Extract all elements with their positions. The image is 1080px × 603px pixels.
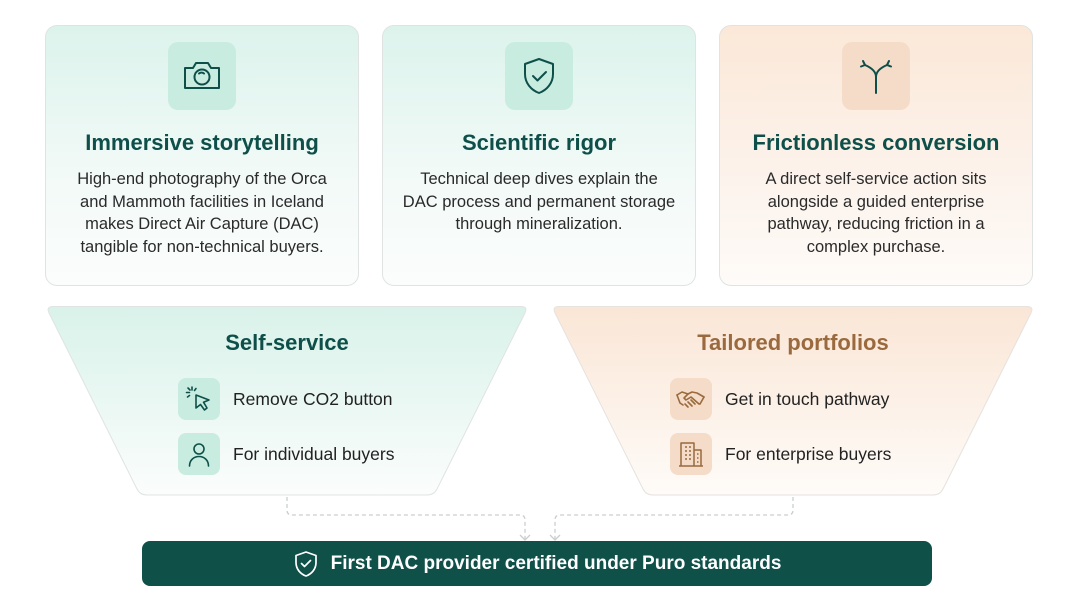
handshake-icon	[676, 391, 705, 408]
path-title: Self-service	[225, 330, 349, 355]
path-item-label: Remove CO2 button	[233, 388, 393, 409]
path-item-label: Get in touch pathway	[725, 388, 890, 409]
split-icon-box	[842, 42, 910, 110]
card-scientific-rigor: Scientific rigor Technical deep dives ex…	[382, 25, 696, 286]
path-item: For individual buyers	[178, 433, 394, 475]
split-arrow-icon	[860, 60, 892, 94]
camera-icon-box	[168, 42, 236, 110]
building-icon-box	[670, 433, 712, 475]
person-icon	[188, 443, 210, 467]
cursor-icon-box	[178, 378, 220, 420]
banner-label: First DAC provider certified under Puro …	[330, 552, 782, 574]
path-title: Tailored portfolios	[697, 330, 889, 355]
camera-icon	[184, 62, 220, 89]
card-body: Technical deep dives explain the DAC pro…	[402, 170, 676, 233]
card-frictionless-conversion: Frictionless conversion A direct self-se…	[719, 25, 1033, 286]
shield-icon-box	[505, 42, 573, 110]
shield-check-icon	[294, 550, 317, 577]
path-item: Get in touch pathway	[670, 378, 889, 420]
card-title: Immersive storytelling	[85, 130, 319, 155]
certification-banner: First DAC provider certified under Puro …	[142, 541, 932, 586]
path-item: For enterprise buyers	[670, 433, 891, 475]
card-body: High-end photography of the Orca and Mam…	[77, 170, 327, 256]
building-icon	[679, 442, 703, 467]
card-body: A direct self-service action sits alongs…	[765, 170, 987, 256]
path-item-label: For individual buyers	[233, 443, 395, 464]
shield-check-icon	[524, 58, 554, 94]
funnel-tailored-portfolios: Tailored portfolios Get in touch pathway…	[551, 306, 1035, 496]
person-icon-box	[178, 433, 220, 475]
funnel-self-service: Self-service Remove CO2 button For indiv…	[45, 306, 529, 496]
card-title: Scientific rigor	[461, 130, 617, 155]
path-item: Remove CO2 button	[178, 378, 393, 420]
funnel-shape	[47, 306, 527, 496]
card-title: Frictionless conversion	[752, 130, 1000, 155]
path-item-label: For enterprise buyers	[725, 443, 892, 464]
card-immersive-storytelling: Immersive storytelling High-end photogra…	[45, 25, 359, 286]
cursor-click-icon	[185, 386, 210, 411]
handshake-icon-box	[670, 378, 712, 420]
